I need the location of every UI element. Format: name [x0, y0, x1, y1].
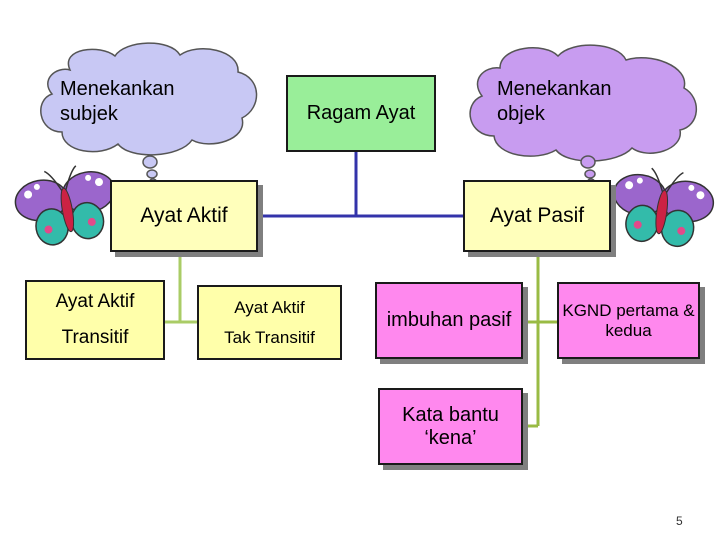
cloud-left-text: Menekankan subjek	[60, 77, 175, 127]
main-connectors	[258, 152, 463, 216]
node-kgnd: KGND pertama & kedua	[557, 282, 700, 359]
node-aktif-tak-transitif-line1: Ayat Aktif	[234, 298, 305, 318]
node-aktif-tak-transitif-line2: Tak Transitif	[224, 328, 315, 348]
butterfly-icon	[608, 163, 717, 250]
aktif-connectors	[165, 252, 197, 322]
node-kata-bantu-kena: Kata bantu ‘kena’	[378, 388, 523, 465]
cloud-left-line2: subjek	[60, 102, 175, 127]
node-aktif-transitif-line1: Ayat Aktif	[56, 291, 135, 313]
butterfly-icon	[11, 160, 122, 250]
cloud-right-line1: Menekankan	[497, 77, 612, 102]
cloud-left-line1: Menekankan	[60, 77, 175, 102]
pasif-connectors	[523, 252, 557, 426]
node-ayat-pasif: Ayat Pasif	[463, 180, 611, 252]
root-node: Ragam Ayat	[286, 75, 436, 152]
node-aktif-transitif-line2: Transitif	[62, 327, 129, 349]
cloud-right-line2: objek	[497, 102, 612, 127]
node-aktif-tak-transitif: Ayat Aktif Tak Transitif	[197, 285, 342, 360]
node-ayat-aktif: Ayat Aktif	[110, 180, 258, 252]
node-imbuhan-pasif: imbuhan pasif	[375, 282, 523, 359]
page-number: 5	[676, 514, 683, 528]
cloud-right-text: Menekankan objek	[497, 77, 612, 127]
node-aktif-transitif: Ayat Aktif Transitif	[25, 280, 165, 360]
